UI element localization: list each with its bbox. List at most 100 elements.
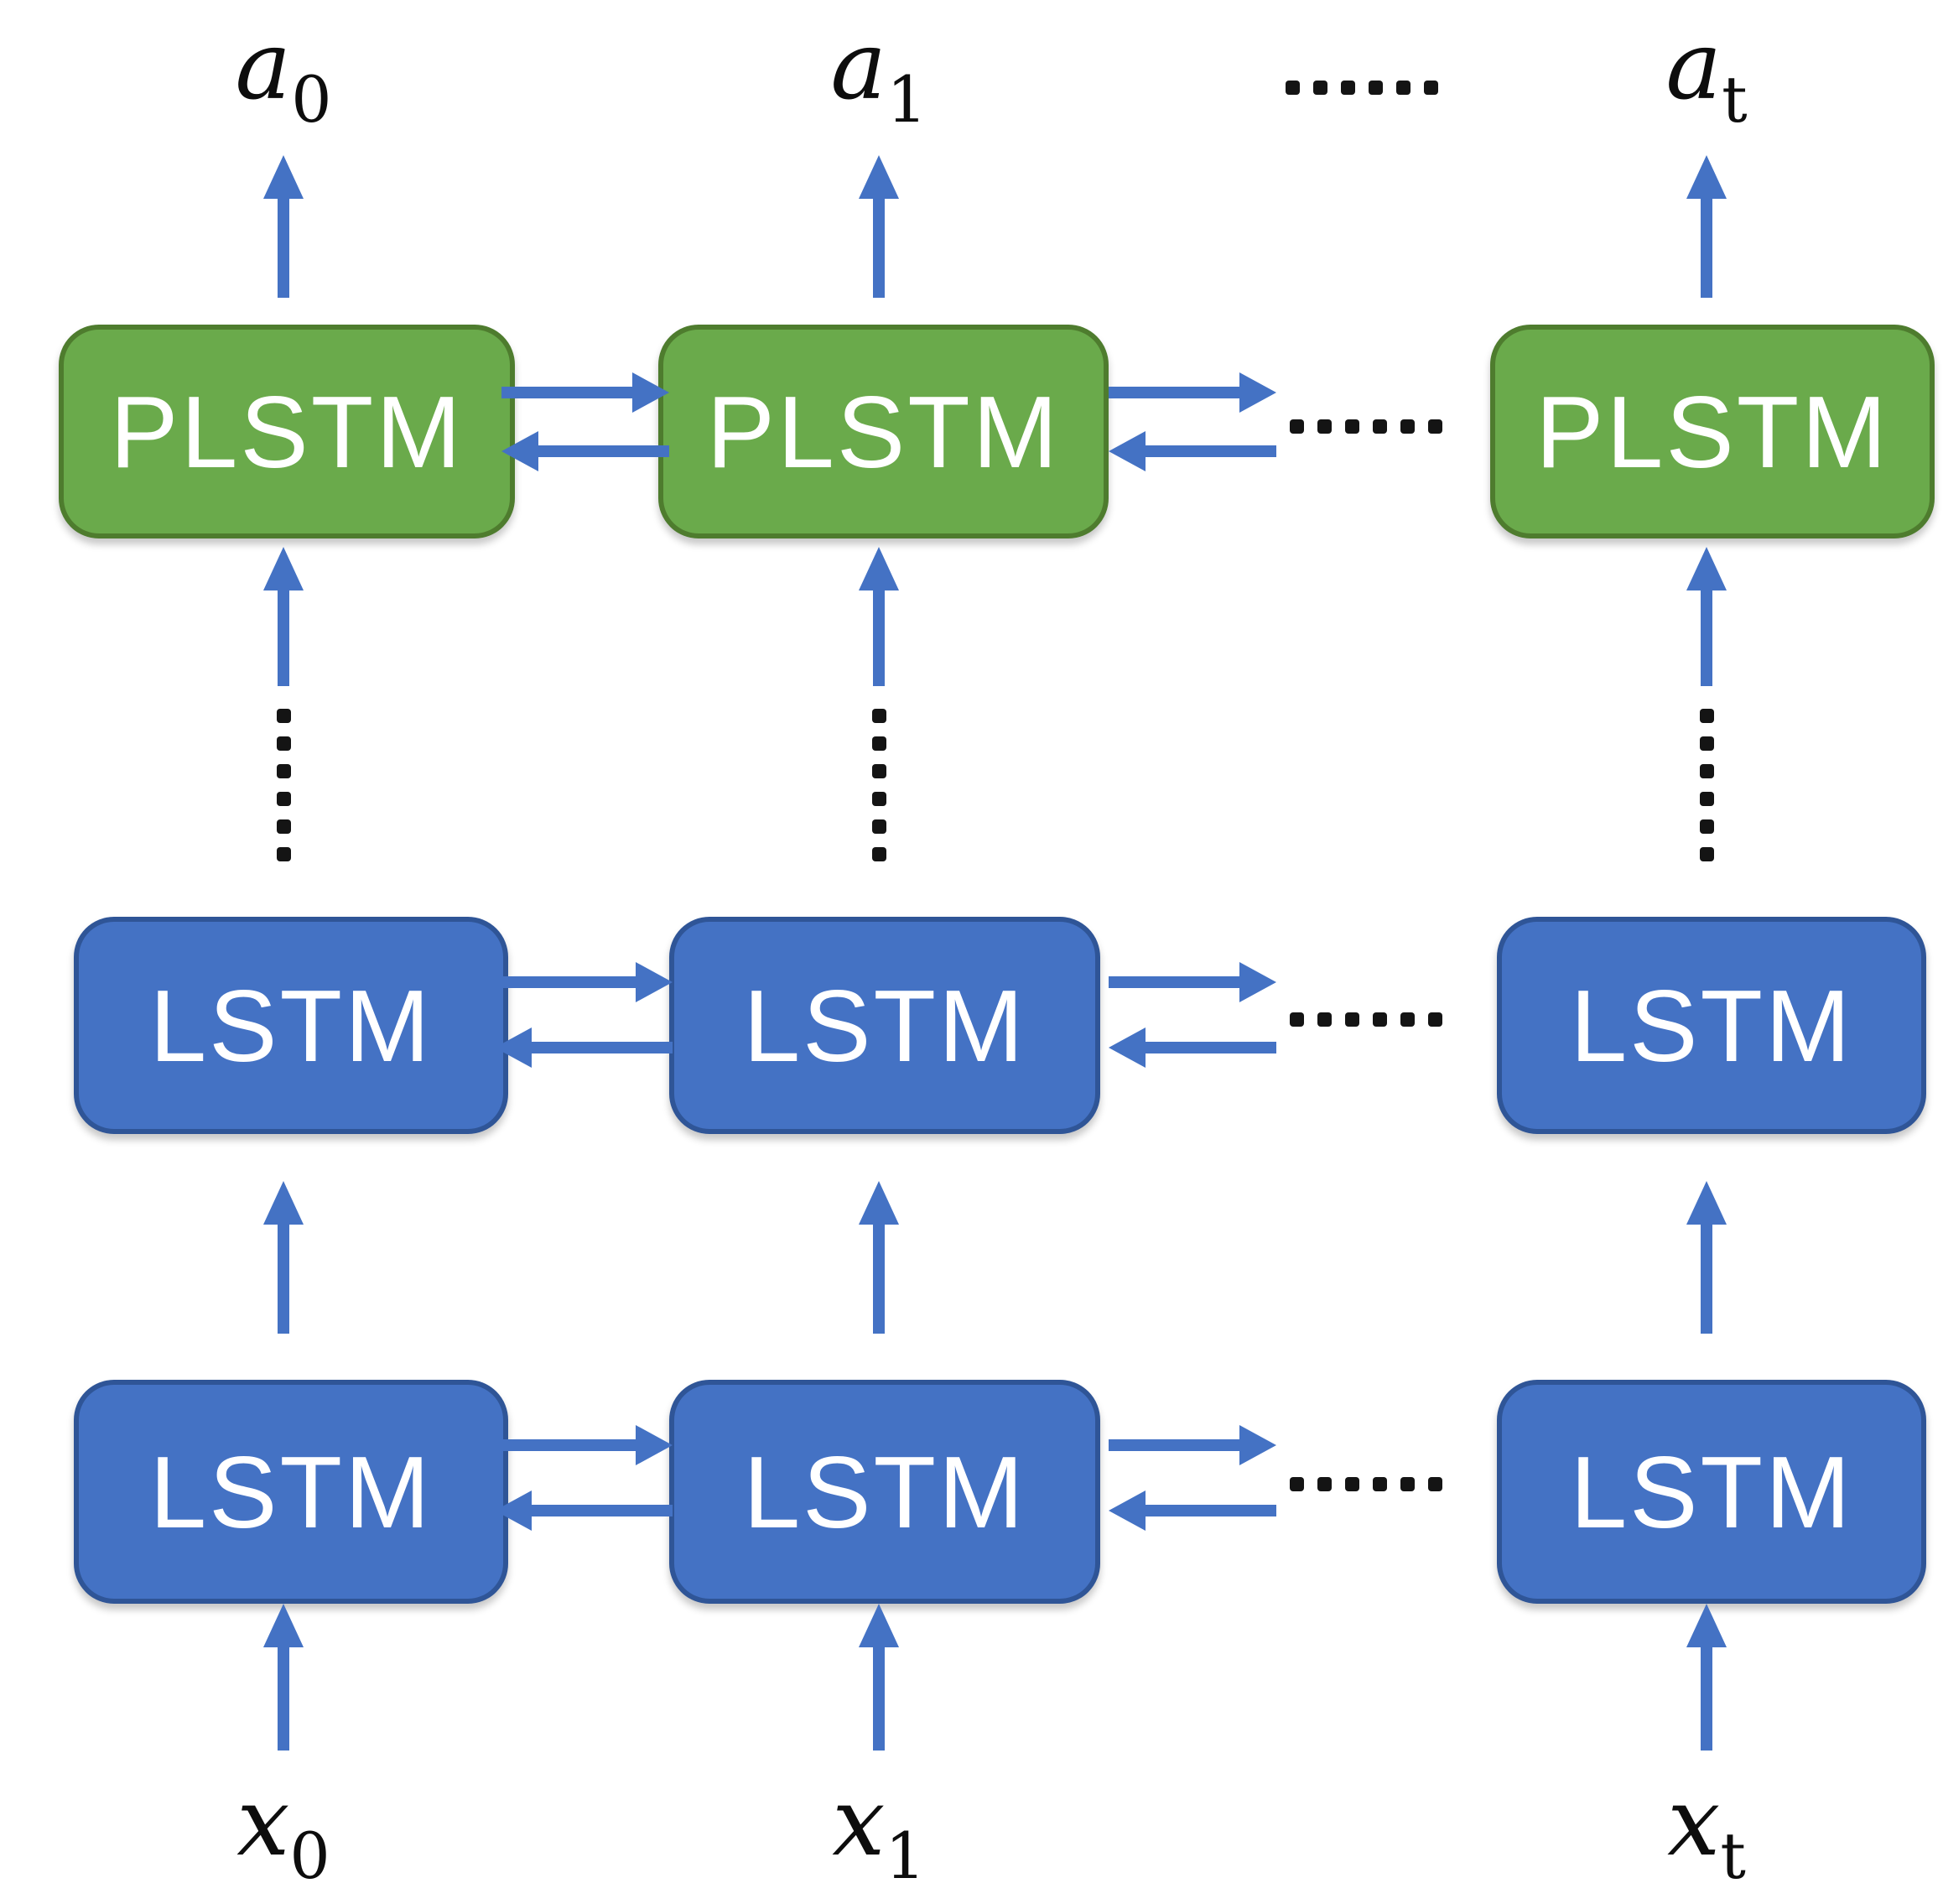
arrow-left-lstm-mid1-to-mid0: [495, 1027, 673, 1068]
output-label-a0: a0: [158, 12, 409, 131]
ellipsis-dot: [1317, 1012, 1332, 1027]
arrow-right-plstm1-to-plstmt: [1109, 372, 1276, 413]
ellipsis-dot: [1317, 419, 1332, 434]
ellipsis-layers-col1: [872, 709, 886, 861]
ellipsis-dot: [1345, 1477, 1359, 1491]
arrow-up-xt-to-lstmt: [1686, 1604, 1727, 1751]
arrow-up-hidden-to-plstmt: [1686, 547, 1727, 686]
input-label-x0-base: x: [236, 1768, 290, 1877]
output-label-at-sub: t: [1722, 62, 1748, 137]
ellipsis-top-row: [1290, 419, 1442, 434]
ellipsis-dot: [277, 792, 291, 806]
lstm-bottom-box-col2-label: LSTM: [1570, 1434, 1853, 1549]
ellipsis-dot: [1700, 736, 1714, 751]
ellipsis-dot: [1345, 419, 1359, 434]
lstm-bottom-box-col1: LSTM: [669, 1380, 1100, 1604]
plstm-box-col2-label: PLSTM: [1535, 374, 1889, 489]
ellipsis-dot: [1400, 1012, 1415, 1027]
ellipsis-dot: [1369, 81, 1383, 95]
lstm-bottom-box-col2: LSTM: [1497, 1380, 1926, 1604]
output-label-at: at: [1581, 12, 1832, 131]
output-label-a0-base: a: [235, 12, 292, 121]
ellipsis-dot: [1428, 1012, 1442, 1027]
ellipsis-dot: [1700, 792, 1714, 806]
input-label-xt: xt: [1581, 1768, 1832, 1887]
ellipsis-dot: [1373, 419, 1387, 434]
arrow-left-lstm-midt-to-mid1: [1109, 1027, 1276, 1068]
ellipsis-dot: [1424, 81, 1438, 95]
ellipsis-dot: [1313, 81, 1327, 95]
lstm-middle-box-col1-label: LSTM: [743, 968, 1026, 1083]
ellipsis-layers-col0: [277, 709, 291, 861]
output-label-a1-sub: 1: [886, 62, 927, 137]
arrow-up-plstm0-to-a0: [263, 155, 304, 298]
output-label-a0-sub: 0: [291, 62, 332, 137]
ellipsis-dot: [1428, 419, 1442, 434]
ellipsis-dot: [1290, 1012, 1304, 1027]
ellipsis-dot: [872, 736, 886, 751]
input-label-x1-sub: 1: [885, 1818, 926, 1893]
ellipsis-dot: [277, 819, 291, 834]
lstm-middle-box-col0-label: LSTM: [149, 968, 433, 1083]
input-label-xt-sub: t: [1720, 1818, 1746, 1893]
lstm-bottom-box-col1-label: LSTM: [743, 1434, 1026, 1549]
ellipsis-dot: [1341, 81, 1355, 95]
plstm-box-col1-label: PLSTM: [706, 374, 1061, 489]
ellipsis-bottom-row: [1290, 1477, 1442, 1491]
ellipsis-dot: [1700, 819, 1714, 834]
ellipsis-dot: [1345, 1012, 1359, 1027]
arrow-up-x0-to-lstm0: [263, 1604, 304, 1751]
arrow-up-x1-to-lstm1: [859, 1604, 899, 1751]
lstm-middle-box-col0: LSTM: [74, 917, 508, 1134]
lstm-bottom-box-col0-label: LSTM: [149, 1434, 433, 1549]
ellipsis-dot: [1428, 1477, 1442, 1491]
arrow-left-plstmt-to-plstm1: [1109, 431, 1276, 471]
plstm-box-col1: PLSTM: [658, 325, 1109, 538]
ellipsis-layers-col2: [1700, 709, 1714, 861]
arrow-up-plstm1-to-a1: [859, 155, 899, 298]
lstm-middle-box-col2: LSTM: [1497, 917, 1926, 1134]
arrow-right-lstm-mid0-to-mid1: [495, 962, 673, 1002]
arrow-up-hidden-to-plstm1: [859, 547, 899, 686]
arrow-up-hidden-to-plstm0: [263, 547, 304, 686]
input-label-x0-sub: 0: [289, 1818, 330, 1893]
input-label-xt-base: x: [1667, 1768, 1721, 1877]
ellipsis-dot: [277, 847, 291, 861]
ellipsis-dot: [1700, 709, 1714, 723]
ellipsis-dot: [1700, 847, 1714, 861]
ellipsis-dot: [1317, 1477, 1332, 1491]
input-label-x0: x0: [158, 1768, 409, 1887]
lstm-middle-box-col1: LSTM: [669, 917, 1100, 1134]
input-label-x1: x1: [753, 1768, 1005, 1887]
plstm-box-col0: PLSTM: [59, 325, 515, 538]
ellipsis-dot: [1373, 1012, 1387, 1027]
lstm-middle-box-col2-label: LSTM: [1570, 968, 1853, 1083]
ellipsis-dot: [1373, 1477, 1387, 1491]
output-label-a1-base: a: [830, 12, 887, 121]
arrow-up-lstm0-bottom-to-middle: [263, 1181, 304, 1334]
ellipsis-dot: [1396, 81, 1410, 95]
input-label-x1-base: x: [832, 1768, 886, 1877]
arrow-up-lstmt-bottom-to-middle: [1686, 1181, 1727, 1334]
ellipsis-dot: [872, 709, 886, 723]
ellipsis-dot: [872, 819, 886, 834]
ellipsis-dot: [872, 792, 886, 806]
arrow-left-lstm-bot1-to-bot0: [495, 1490, 673, 1531]
ellipsis-dot: [1400, 1477, 1415, 1491]
ellipsis-top-labels: [1286, 81, 1438, 95]
ellipsis-dot: [277, 736, 291, 751]
arrow-right-plstm0-to-plstm1: [501, 372, 669, 413]
ellipsis-dot: [1290, 1477, 1304, 1491]
arrow-right-lstm-bot1-to-bott: [1109, 1425, 1276, 1465]
arrow-up-plstmt-to-at: [1686, 155, 1727, 298]
ellipsis-dot: [872, 764, 886, 778]
arrow-right-lstm-mid1-to-midt: [1109, 962, 1276, 1002]
ellipsis-dot: [872, 847, 886, 861]
arrow-left-lstm-bott-to-bot1: [1109, 1490, 1276, 1531]
output-label-a1: a1: [753, 12, 1005, 131]
ellipsis-dot: [277, 764, 291, 778]
arrow-right-lstm-bot0-to-bot1: [495, 1425, 673, 1465]
output-label-at-base: a: [1665, 12, 1722, 121]
lstm-bottom-box-col0: LSTM: [74, 1380, 508, 1604]
